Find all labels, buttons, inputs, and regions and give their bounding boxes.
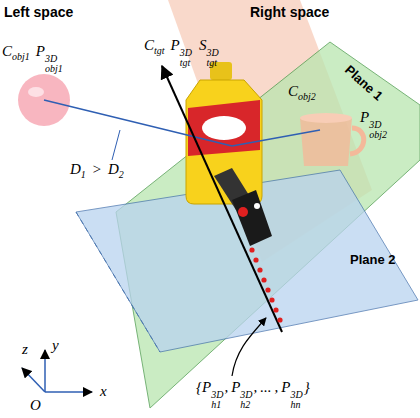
math-subscript: 1 (81, 169, 86, 180)
script-stack: 3Dobj1 (45, 54, 63, 74)
label-text: > (92, 161, 102, 177)
label-group: D1>D2 (70, 160, 124, 181)
cup-rim (300, 113, 352, 123)
math-script: 3D (240, 390, 252, 400)
math-script: 3D (180, 48, 192, 58)
label-group: y (52, 336, 59, 354)
math-subscript: tgt (154, 45, 165, 56)
script-stack: 3Dtgt (180, 48, 192, 68)
label-group: x (100, 382, 107, 400)
label-text: y (52, 337, 59, 353)
distance-line-two (232, 130, 320, 146)
label-text: P (171, 37, 180, 53)
label-text: z (22, 341, 28, 357)
label-text: D (108, 161, 119, 177)
math-script: obj2 (369, 130, 387, 140)
math-script: hn (290, 400, 302, 410)
math-subscript: 2 (119, 169, 124, 180)
gripper-marker (238, 207, 248, 217)
label-text: , (254, 379, 258, 395)
cup-handle (350, 128, 364, 154)
label-group: {P3Dh1,P3Dh2,...,P3Dhn} (196, 378, 310, 410)
cup-object (300, 118, 352, 166)
math-script: h1 (211, 400, 223, 410)
label-text: D (70, 161, 81, 177)
math-subscript: obj2 (298, 91, 316, 102)
leader-line (112, 130, 120, 160)
label-group: Left space (4, 4, 73, 21)
math-script: tgt (206, 58, 218, 68)
label-text: P (360, 109, 369, 125)
label-group: Right space (250, 4, 329, 21)
z-axis (22, 368, 45, 392)
label-text: { (196, 379, 202, 395)
label-text: Plane 2 (350, 252, 396, 267)
label-text: Right space (250, 4, 329, 20)
label-text: P (281, 379, 290, 395)
label-text: P (202, 379, 211, 395)
label-text: x (100, 383, 107, 399)
math-script: 3D (45, 54, 63, 64)
plane-two (76, 170, 418, 352)
script-stack: 3Dobj2 (369, 120, 387, 140)
label-group: Cobj2 (288, 82, 316, 103)
script-stack: 3Dh1 (211, 390, 223, 410)
label-group: P3Dobj2 (360, 108, 388, 140)
label-text: P (231, 379, 240, 395)
math-subscript: obj1 (12, 51, 30, 62)
curved-pointer (232, 318, 266, 376)
label-text: S (199, 37, 207, 53)
label-group: Plane 2 (350, 252, 396, 268)
pointing-ray (162, 66, 282, 332)
label-text: O (30, 397, 41, 413)
label-text: P (36, 43, 45, 59)
ball-highlight (28, 87, 44, 97)
label-text: C (288, 83, 298, 99)
label-group: CtgtP3DtgtS3Dtgt (144, 36, 220, 68)
math-script: 3D (369, 120, 387, 130)
label-text: ... (260, 379, 271, 395)
math-script: 3D (290, 390, 302, 400)
math-script: h2 (240, 400, 252, 410)
y-axis (44, 350, 46, 392)
math-script: 3D (206, 48, 218, 58)
label-group: O (30, 396, 41, 414)
label-text: , (275, 379, 279, 395)
label-group: Cobj1P3Dobj1 (2, 42, 64, 74)
gripper-marker-dot (254, 203, 260, 209)
label-text: Left space (4, 4, 73, 20)
label-text: } (304, 379, 310, 395)
math-script: 3D (211, 390, 223, 400)
hand-points (249, 247, 282, 322)
label-text: , (224, 379, 228, 395)
script-stack: 3Dhn (290, 390, 302, 410)
dashed-edge (76, 212, 160, 352)
script-stack: 3Dh2 (240, 390, 252, 410)
label-text: C (2, 43, 12, 59)
distance-line-one (44, 100, 232, 146)
script-stack: 3Dtgt (206, 48, 218, 68)
label-group: z (22, 340, 28, 358)
bottle-label-oval (202, 116, 246, 140)
x-axis (45, 391, 92, 393)
gripper-body (232, 190, 272, 246)
math-script: tgt (180, 58, 192, 68)
math-script: obj1 (45, 64, 63, 74)
label-text: C (144, 37, 154, 53)
